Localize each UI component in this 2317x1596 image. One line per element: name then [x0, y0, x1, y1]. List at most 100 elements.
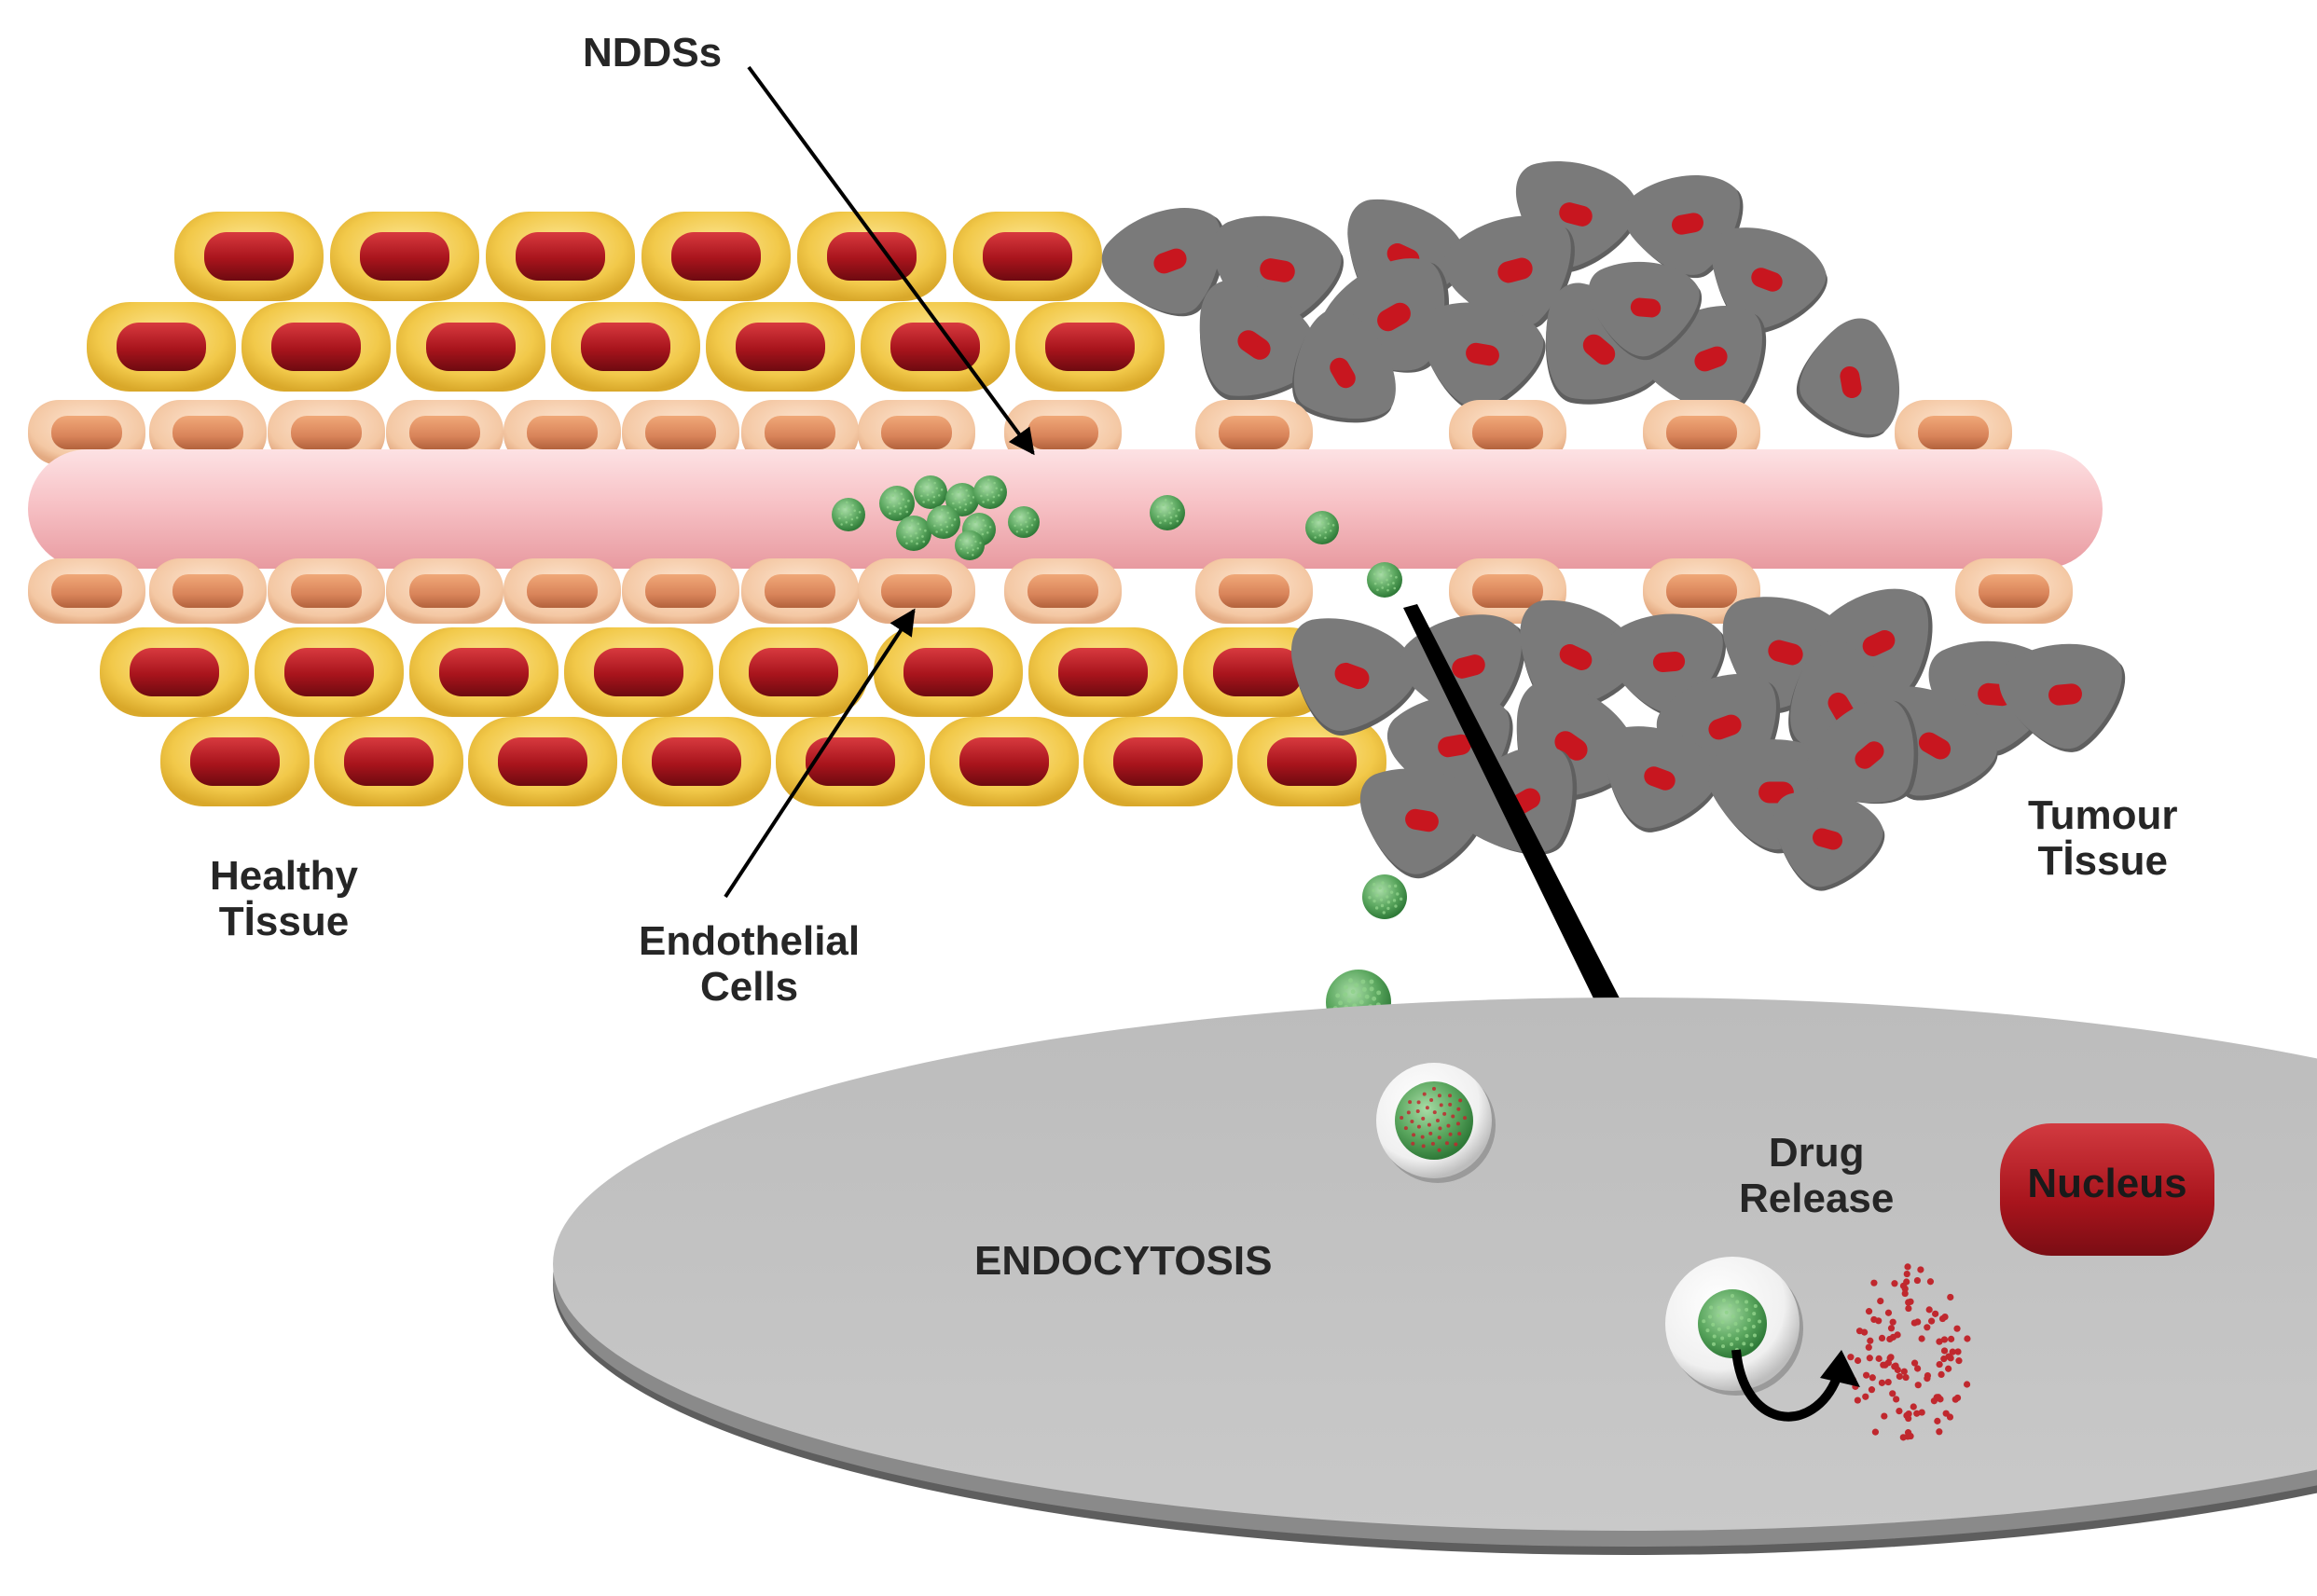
- tumour-cell: [1420, 302, 1546, 413]
- endothelial-cell: [28, 558, 145, 624]
- nanoparticle: [973, 475, 1007, 509]
- endocytosis-label: ENDOCYTOSIS: [974, 1238, 1272, 1284]
- nanoparticle: [879, 486, 915, 521]
- healthy-cell: [953, 212, 1102, 301]
- nddss-arrow: [747, 65, 1035, 456]
- healthy-cell: [1015, 302, 1165, 392]
- endothelial-cell: [503, 400, 621, 465]
- healthy-cell: [1028, 627, 1178, 717]
- endothelial-cells-label: Endothelial Cells: [639, 918, 860, 1011]
- nanoparticle: [945, 483, 979, 516]
- healthy-cell: [314, 717, 463, 806]
- nanoparticle: [1008, 506, 1040, 538]
- nddss-text: NDDSs: [583, 30, 723, 76]
- drug-release-line2: Release: [1739, 1176, 1895, 1222]
- endothelial-cell: [741, 400, 859, 465]
- tumour-cell: [1773, 791, 1885, 891]
- endothelial-cells-line1: Endothelial: [639, 918, 861, 964]
- healthy-cell: [930, 717, 1079, 806]
- healthy-cell: [797, 212, 946, 301]
- endothelial-cell: [28, 400, 145, 465]
- endothelial-cell: [1955, 558, 2073, 624]
- tumour-cells-bottom: [1290, 588, 2126, 891]
- endothelial-cell: [1643, 400, 1760, 465]
- endothelial-cell: [149, 400, 267, 465]
- target-cell-contents: [1376, 1063, 1971, 1441]
- healthy-cell: [160, 717, 310, 806]
- healthy-cell: [396, 302, 545, 392]
- healthy-cell: [100, 627, 249, 717]
- endothelial-cell: [1195, 400, 1313, 465]
- vesicle: [1376, 1063, 1496, 1183]
- healthy-cell: [551, 302, 700, 392]
- healthy-tissue-line2: Tİssue: [218, 899, 350, 945]
- nanoparticle: [1150, 495, 1185, 530]
- nucleus-text: Nucleus: [2027, 1161, 2187, 1206]
- healthy-cell: [641, 212, 791, 301]
- endothelial-cell: [1643, 558, 1760, 624]
- drug-release-arrow: [1731, 1349, 1841, 1422]
- healthy-cell: [622, 717, 771, 806]
- drug-release-line1: Drug: [1768, 1130, 1865, 1176]
- healthy-tissue-cells: [87, 212, 1386, 806]
- tumour-cell: [1290, 618, 1419, 736]
- healthy-cell: [1183, 627, 1332, 717]
- tumour-cell: [1359, 768, 1485, 879]
- tumour-cells-top: [1101, 161, 1900, 438]
- healthy-cell: [255, 627, 404, 717]
- nanoparticle: [1367, 562, 1402, 598]
- healthy-cell: [174, 212, 324, 301]
- tumour-cell: [1443, 215, 1575, 330]
- tumour-cell: [1101, 208, 1226, 317]
- healthy-tissue-line1: Healthy: [210, 853, 358, 899]
- drug-release-label: Drug Release: [1739, 1130, 1894, 1222]
- tumour-tissue-line1: Tumour: [2028, 792, 2178, 838]
- endothelial-cell: [858, 400, 975, 465]
- tumour-cell: [1605, 726, 1720, 832]
- tumour-cell: [1199, 280, 1319, 401]
- endothelial-cell: [386, 558, 503, 624]
- endothelial-cell: [858, 558, 975, 624]
- nanoparticle: [955, 530, 985, 560]
- tumour-cell: [1796, 318, 1900, 438]
- endothelial-arrow: [724, 608, 916, 899]
- target-cell-body: [553, 998, 2317, 1555]
- healthy-cell: [330, 212, 479, 301]
- healthy-cell: [719, 627, 868, 717]
- nucleus-shape: [2000, 1123, 2214, 1256]
- tumour-cell: [1999, 643, 2126, 752]
- healthy-cell: [87, 302, 236, 392]
- nanoparticle: [896, 516, 931, 551]
- endothelial-cell: [622, 400, 739, 465]
- tumour-tissue-label: Tumour Tİssue: [2028, 792, 2178, 885]
- endothelial-cell: [1895, 400, 2012, 465]
- healthy-cell: [874, 627, 1023, 717]
- nucleus-label: Nucleus: [2014, 1161, 2200, 1206]
- healthy-cell: [564, 627, 713, 717]
- healthy-tissue-label: Healthy Tİssue: [210, 853, 358, 945]
- endothelial-cells-bottom: [28, 558, 2073, 624]
- tumour-cell: [1806, 699, 1919, 805]
- zoom-pointer: [1403, 604, 1634, 1035]
- endothelial-cell: [1449, 400, 1566, 465]
- endothelial-cell: [149, 558, 267, 624]
- healthy-cell: [1237, 717, 1386, 806]
- nanoparticle: [914, 475, 947, 509]
- endothelial-cells-top: [28, 400, 2012, 465]
- healthy-cell: [861, 302, 1010, 392]
- endothelial-cell: [268, 400, 385, 465]
- tumour-tissue-line2: Tİssue: [2037, 838, 2168, 885]
- endothelial-cell: [1004, 558, 1122, 624]
- nanoparticle: [1305, 511, 1339, 544]
- healthy-cell: [241, 302, 391, 392]
- endothelial-cell: [268, 558, 385, 624]
- healthy-cell: [776, 717, 925, 806]
- healthy-cell: [486, 212, 635, 301]
- healthy-cell: [706, 302, 855, 392]
- endocytosis-text: ENDOCYTOSIS: [974, 1238, 1273, 1284]
- endothelial-cell: [741, 558, 859, 624]
- healthy-cell: [468, 717, 617, 806]
- nanoparticle: [1362, 874, 1407, 919]
- endothelial-cells-line2: Cells: [699, 964, 799, 1011]
